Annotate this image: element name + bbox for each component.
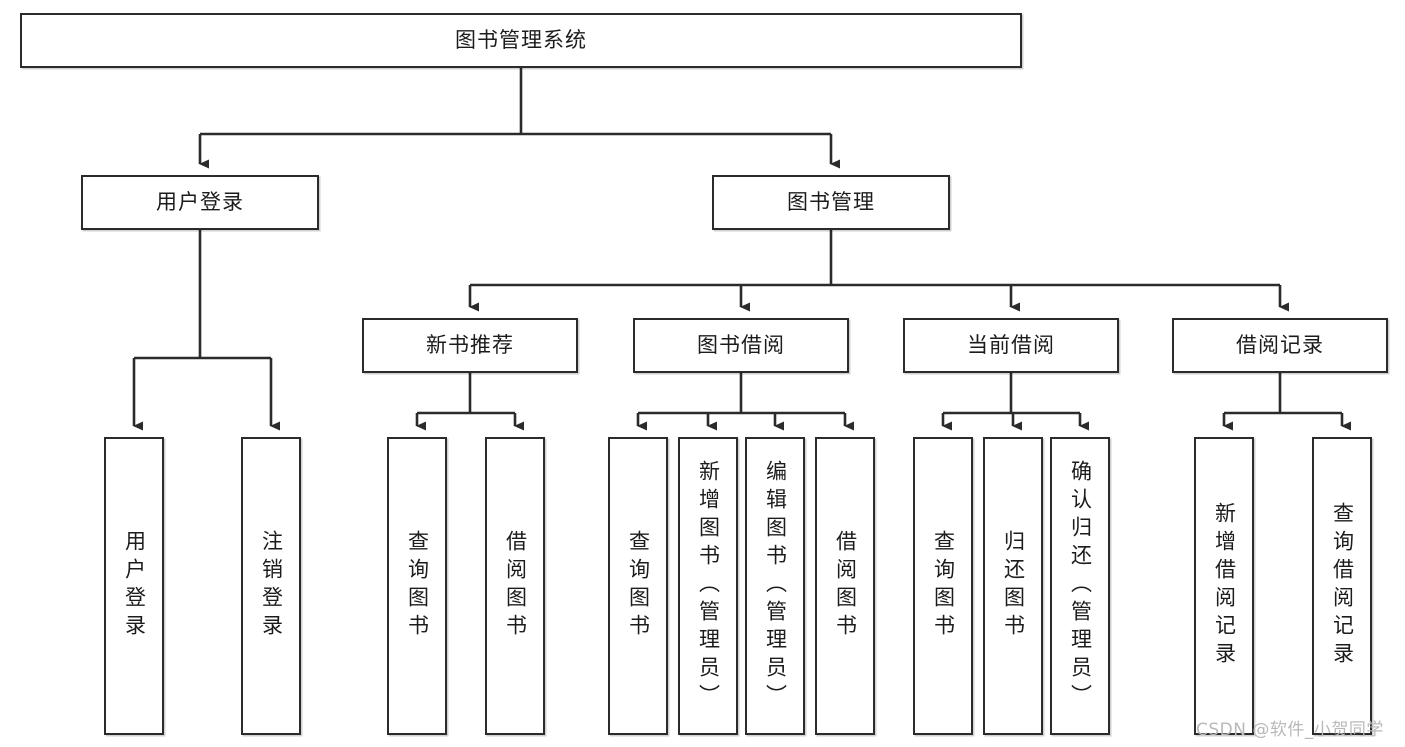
node-leaf-4[interactable]: 借阅图书 xyxy=(485,437,545,735)
node-leaf-6[interactable]: 新增图书（管理员） xyxy=(678,437,738,735)
node-label: 查询图书 xyxy=(626,530,651,642)
node-lvl2-book[interactable]: 图书管理 xyxy=(712,175,950,230)
node-leaf-12[interactable]: 新增借阅记录 xyxy=(1194,437,1254,735)
node-label: 新增借阅记录 xyxy=(1212,502,1237,670)
node-label: 图书管理 xyxy=(787,189,875,214)
node-label: 借阅图书 xyxy=(833,530,858,642)
node-leaf-2[interactable]: 注销登录 xyxy=(241,437,301,735)
node-label: 查询借阅记录 xyxy=(1330,502,1355,670)
node-label: 图书借阅 xyxy=(697,332,785,357)
node-label: 新增图书（管理员） xyxy=(696,460,721,712)
node-label: 当前借阅 xyxy=(967,332,1055,357)
node-label: 新书推荐 xyxy=(426,332,514,357)
node-label: 图书管理系统 xyxy=(455,27,587,52)
node-label: 借阅图书 xyxy=(503,530,528,642)
node-lvl3-new[interactable]: 新书推荐 xyxy=(362,318,578,373)
watermark-text: CSDN @软件_小贺同学 xyxy=(1196,720,1384,740)
node-label: 借阅记录 xyxy=(1236,332,1324,357)
node-lvl3-rec[interactable]: 借阅记录 xyxy=(1172,318,1388,373)
node-lvl3-cur[interactable]: 当前借阅 xyxy=(903,318,1119,373)
node-leaf-9[interactable]: 查询图书 xyxy=(913,437,973,735)
node-label: 用户登录 xyxy=(122,530,147,642)
node-leaf-3[interactable]: 查询图书 xyxy=(387,437,447,735)
node-label: 查询图书 xyxy=(405,530,430,642)
node-leaf-10[interactable]: 归还图书 xyxy=(983,437,1043,735)
node-lvl2-login[interactable]: 用户登录 xyxy=(81,175,319,230)
node-label: 用户登录 xyxy=(156,189,244,214)
node-leaf-13[interactable]: 查询借阅记录 xyxy=(1312,437,1372,735)
node-leaf-11[interactable]: 确认归还（管理员） xyxy=(1050,437,1110,735)
node-root[interactable]: 图书管理系统 xyxy=(20,13,1022,68)
node-leaf-5[interactable]: 查询图书 xyxy=(608,437,668,735)
node-leaf-1[interactable]: 用户登录 xyxy=(104,437,164,735)
node-label: 编辑图书（管理员） xyxy=(763,460,788,712)
node-label: 注销登录 xyxy=(259,530,284,642)
node-leaf-8[interactable]: 借阅图书 xyxy=(815,437,875,735)
node-label: 归还图书 xyxy=(1001,530,1026,642)
node-label: 确认归还（管理员） xyxy=(1068,460,1093,712)
node-label: 查询图书 xyxy=(931,530,956,642)
node-leaf-7[interactable]: 编辑图书（管理员） xyxy=(745,437,805,735)
node-lvl3-borrow[interactable]: 图书借阅 xyxy=(633,318,849,373)
